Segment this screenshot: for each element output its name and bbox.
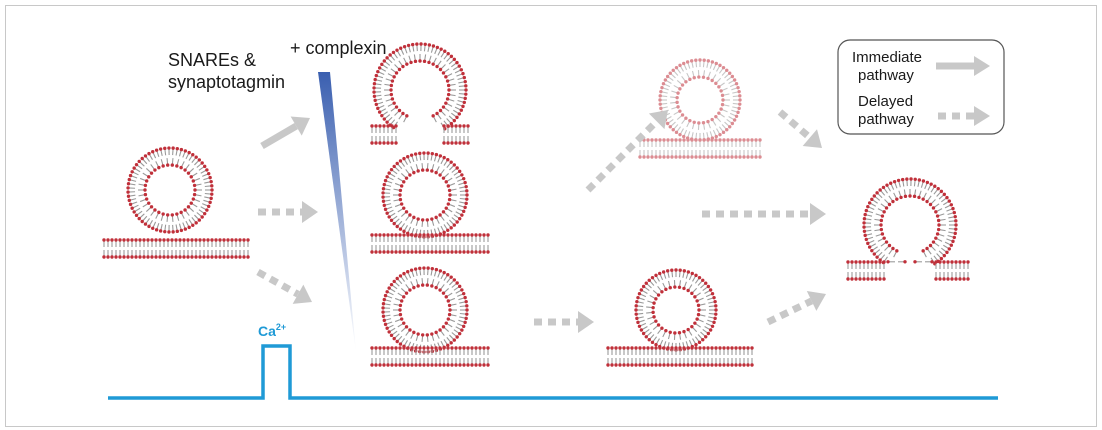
arrow-docked-to-hemifusion: [258, 201, 318, 223]
calcium-label: Ca2+: [258, 322, 286, 339]
legend-immediate-arrow: [936, 56, 990, 76]
arrow-docked-to-fusion: [260, 116, 310, 150]
legend-delayed-line1: Delayed: [858, 93, 913, 110]
calcium-superscript: 2+: [276, 322, 286, 332]
legend-immediate-line1: Immediate: [852, 49, 922, 66]
docked-vesicle-lower-right: [606, 268, 754, 367]
snares-label-line2: synaptotagmin: [168, 72, 285, 92]
snares-label-line1: SNAREs &: [168, 50, 256, 70]
arrow-faded-to-final: [777, 109, 822, 148]
legend-delayed-arrow: [938, 106, 990, 126]
arrow-docked-to-contact: [256, 268, 312, 304]
legend-immediate-line2: pathway: [858, 67, 914, 84]
docked-vesicle: [102, 146, 250, 259]
fused-vesicle-omega-top: [370, 42, 470, 145]
arrow-docked-to-final: [766, 291, 826, 326]
arrow-delayed-middle: [702, 203, 826, 225]
hemifused-vesicle-middle: [370, 151, 490, 254]
legend-delayed-line2: pathway: [858, 111, 914, 128]
complexin-label: + complexin: [290, 38, 387, 58]
arrow-hemifusion-to-faded: [585, 110, 668, 193]
faded-vesicle-upper-right: [638, 58, 762, 159]
calcium-pulse-trace: [108, 344, 998, 400]
arrow-contact-to-docked: [534, 311, 594, 333]
tight-contact-vesicle-bottom: [370, 266, 490, 367]
fused-vesicle-omega-right: [846, 177, 970, 281]
complexin-gradient-wedge: [318, 72, 356, 352]
